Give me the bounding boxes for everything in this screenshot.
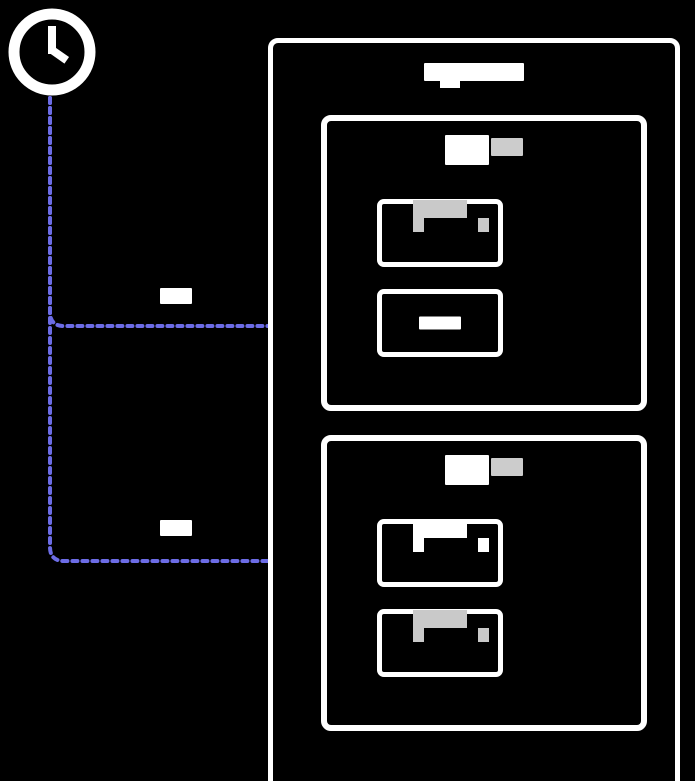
stage-card-header: [445, 455, 523, 487]
stage-item-content-redacted: [413, 218, 467, 248]
stage-item-box[interactable]: [377, 519, 503, 587]
stage-card[interactable]: [321, 435, 647, 731]
stage-card-header: [445, 135, 523, 167]
stage-card-badge-redacted: [491, 458, 523, 476]
panel-title-redacted: [424, 63, 524, 88]
stage-card-title-redacted: [445, 455, 489, 485]
stage-item-content-redacted: [413, 628, 467, 658]
stage-item-box[interactable]: [377, 609, 503, 677]
stage-card[interactable]: [321, 115, 647, 411]
stage-card-badge-redacted: [491, 138, 523, 156]
workflow-panel: [268, 38, 680, 781]
stage-item-content-redacted: [419, 316, 461, 330]
stage-item-content-redacted: [413, 538, 467, 568]
clock-icon: [8, 8, 96, 96]
connector-label-redacted: [160, 520, 192, 536]
stage-card-title-redacted: [445, 135, 489, 165]
stage-item-box[interactable]: [377, 199, 503, 267]
clock-trigger-node[interactable]: [8, 8, 96, 96]
stage-item-box[interactable]: [377, 289, 503, 357]
connector-label-redacted: [160, 288, 192, 304]
